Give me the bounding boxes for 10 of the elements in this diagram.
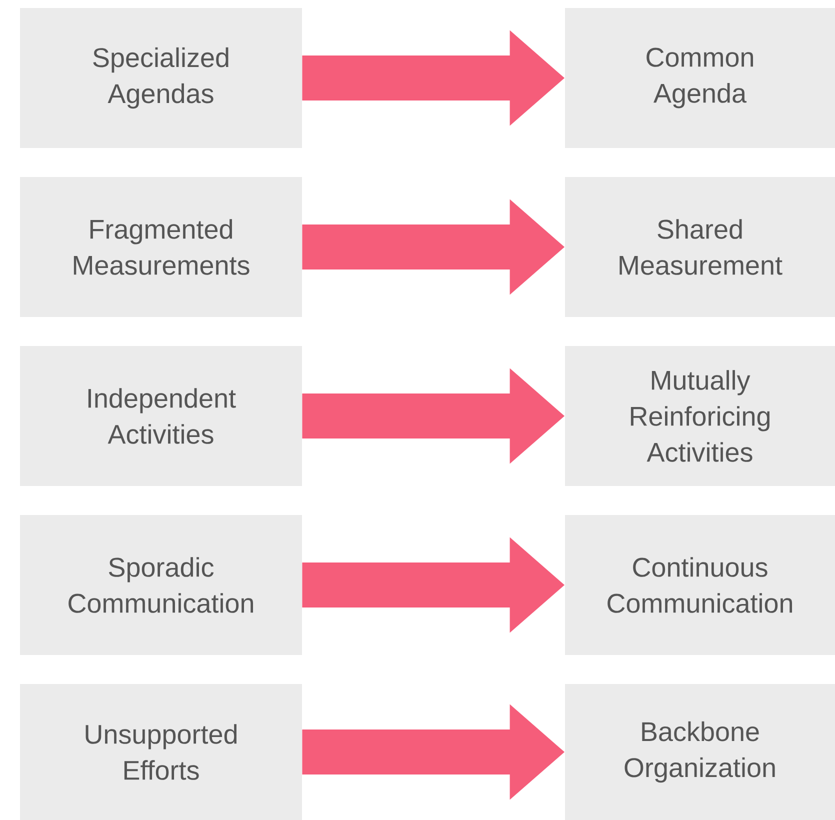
text-box: Mutually Reinforicing Activities (565, 346, 835, 486)
text-box: Backbone Organization (565, 684, 835, 820)
text-box: Specialized Agendas (20, 8, 302, 148)
text-box: Continuous Communication (565, 515, 835, 655)
text-box: Unsupported Efforts (20, 684, 302, 820)
text-box: Fragmented Measurements (20, 177, 302, 317)
text-box: Shared Measurement (565, 177, 835, 317)
text-box: Independent Activities (20, 346, 302, 486)
text-box: Sporadic Communication (20, 515, 302, 655)
text-box: Common Agenda (565, 8, 835, 148)
